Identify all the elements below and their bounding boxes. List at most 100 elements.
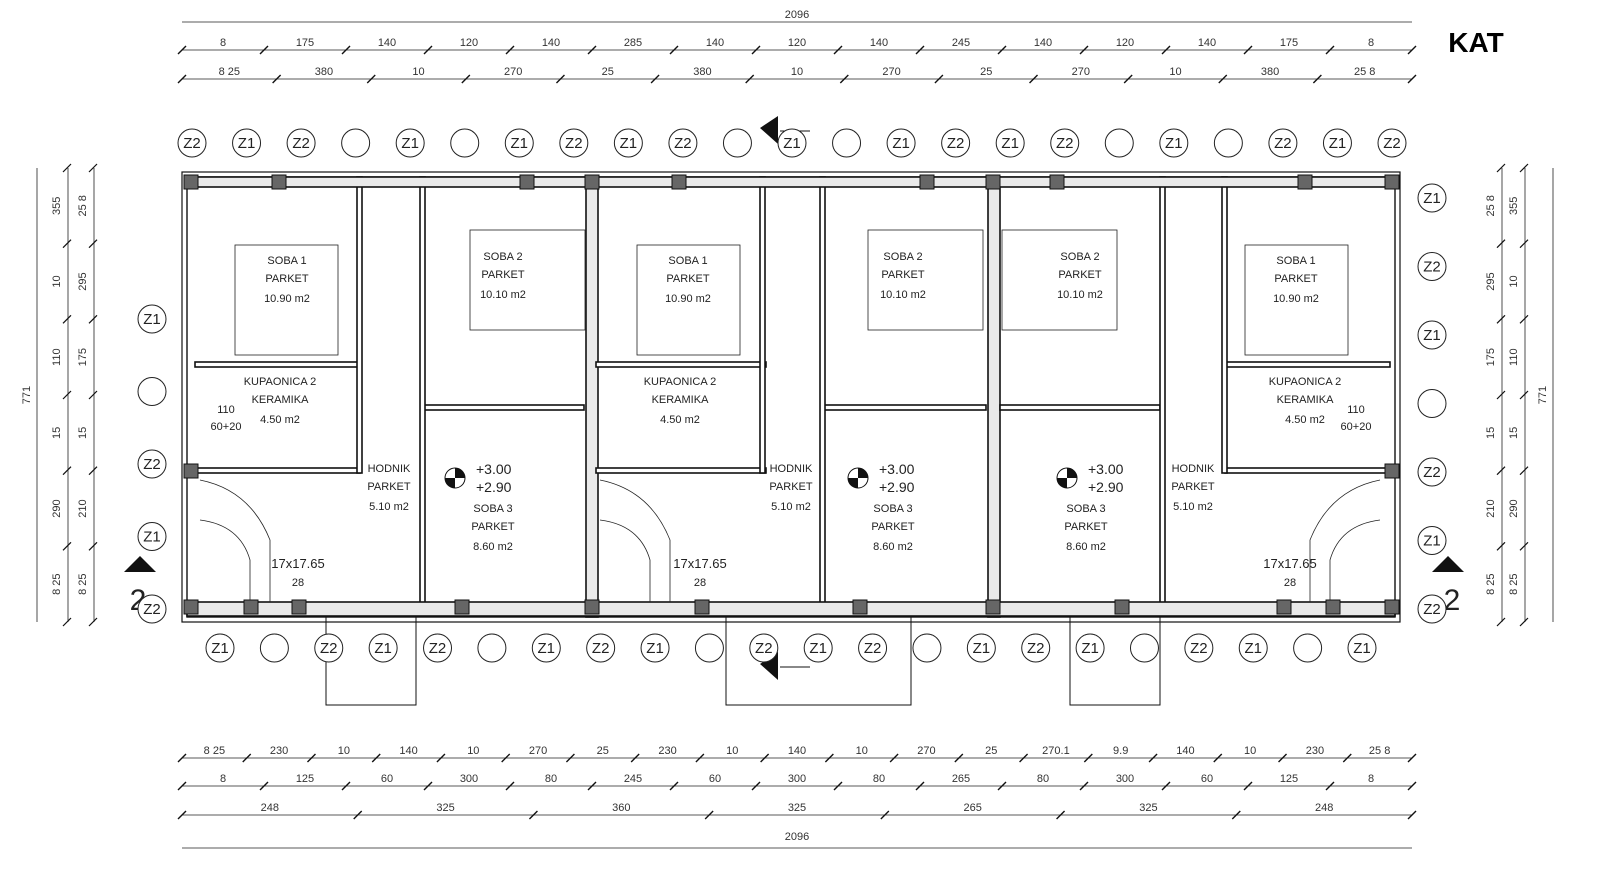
dim-label: 80 [545,773,557,785]
svg-text:KUPAONICA 2: KUPAONICA 2 [244,376,317,388]
dim-label: 270 [529,745,547,757]
svg-text:10.10 m2: 10.10 m2 [1057,289,1103,301]
side-dim-label: 355 [51,197,63,215]
svg-text:Z2: Z2 [1423,601,1441,618]
svg-text:Z1: Z1 [143,529,161,546]
svg-text:8.60 m2: 8.60 m2 [473,541,513,553]
dim-label: 10 [856,745,868,757]
svg-text:10.90 m2: 10.90 m2 [264,293,310,305]
svg-text:SOBA 2: SOBA 2 [1060,251,1099,263]
dim-label: 245 [952,37,970,49]
dim-tick [1496,390,1506,400]
window-tag-bubble: Z2 [314,633,344,663]
side-dim-label: 8 25 [1508,573,1520,594]
svg-text:SOBA 2: SOBA 2 [883,251,922,263]
dim-tick [436,753,446,763]
dim-tick [934,74,944,84]
side-dim-label: 15 [77,427,89,439]
svg-text:PARKET: PARKET [481,269,524,281]
dim-label: 245 [624,773,642,785]
window-tag-bubble: Z1 [803,633,833,663]
svg-text:Z1: Z1 [401,135,419,152]
side-dim-label: 175 [77,348,89,366]
dim-label: 270 [1072,66,1090,78]
dim-label: 25 8 [1354,66,1375,78]
grid-bubble [1293,633,1323,663]
svg-text:Z1: Z1 [1423,327,1441,344]
dim-tick [695,753,705,763]
dim-tick [1161,781,1171,791]
svg-text:Z2: Z2 [565,135,583,152]
dim-tick [62,541,72,551]
svg-text:PARKET: PARKET [881,269,924,281]
dim-tick [565,753,575,763]
window-tag-bubble: Z1 [1417,526,1447,555]
svg-text:PARKET: PARKET [1274,273,1317,285]
dim-tick [1218,74,1228,84]
dim-tick [1325,45,1335,55]
svg-text:5.10 m2: 5.10 m2 [771,501,811,513]
dim-tick [88,617,98,627]
svg-text:10.10 m2: 10.10 m2 [480,289,526,301]
beds [234,229,1349,356]
side-dim-label: 15 [1508,427,1520,439]
svg-text:28: 28 [292,577,304,589]
svg-text:Z2: Z2 [864,640,882,657]
side-dim-label: 175 [1485,348,1497,366]
dim-tick [1496,314,1506,324]
dim-tick [366,74,376,84]
dim-label: 325 [788,802,806,814]
window-tag-bubble: Z1 [368,633,398,663]
svg-text:Z1: Z1 [1081,640,1099,657]
svg-text:Z2: Z2 [1274,135,1292,152]
svg-text:4.50 m2: 4.50 m2 [1285,414,1325,426]
svg-text:Z1: Z1 [620,135,638,152]
svg-text:Z1: Z1 [1423,190,1441,207]
dim-label: 8 25 [204,745,225,757]
window-tag-bubble: Z2 [423,633,453,663]
dim-tick [555,74,565,84]
svg-text:+3.00: +3.00 [476,461,512,477]
dim-label: 175 [296,37,314,49]
dim-tick [889,753,899,763]
grid-bubble [1417,389,1447,418]
dim-label: 9.9 [1113,745,1128,757]
dim-label: 80 [873,773,885,785]
dim-label: 120 [460,37,478,49]
svg-text:Z2: Z2 [947,135,965,152]
window-tag-bubble: Z2 [1184,633,1214,663]
window-tag-bubble: Z2 [1417,594,1447,624]
dim-tick [505,45,515,55]
svg-text:SOBA 3: SOBA 3 [473,503,512,515]
side-dim-label: 8 25 [1485,573,1497,594]
party-wall [987,176,1001,618]
dim-tick [751,781,761,791]
dim-tick [1519,617,1529,627]
left-dimensions: 771 [21,168,95,622]
dim-label: 60 [709,773,721,785]
dim-tick [88,314,98,324]
dim-label: 10 [791,66,803,78]
dim-tick [306,753,316,763]
svg-text:8.60 m2: 8.60 m2 [1066,541,1106,553]
svg-text:Z1: Z1 [892,135,910,152]
svg-text:Z2: Z2 [1027,640,1045,657]
svg-text:Z2: Z2 [1423,464,1441,481]
side-dim-label: 290 [51,499,63,517]
dim-tick [272,74,282,84]
dim-tick [1243,781,1253,791]
svg-text:Z2: Z2 [320,640,338,657]
svg-text:+2.90: +2.90 [879,479,915,495]
dim-label: 8 [1368,37,1374,49]
svg-text:Z1: Z1 [143,311,161,328]
side-dim-label: 15 [1485,427,1497,439]
dim-tick [62,390,72,400]
dim-label: 248 [261,802,279,814]
window-tag-bubble: Z2 [137,449,167,479]
svg-text:10.90 m2: 10.90 m2 [1273,293,1319,305]
svg-text:8.60 m2: 8.60 m2 [873,541,913,553]
